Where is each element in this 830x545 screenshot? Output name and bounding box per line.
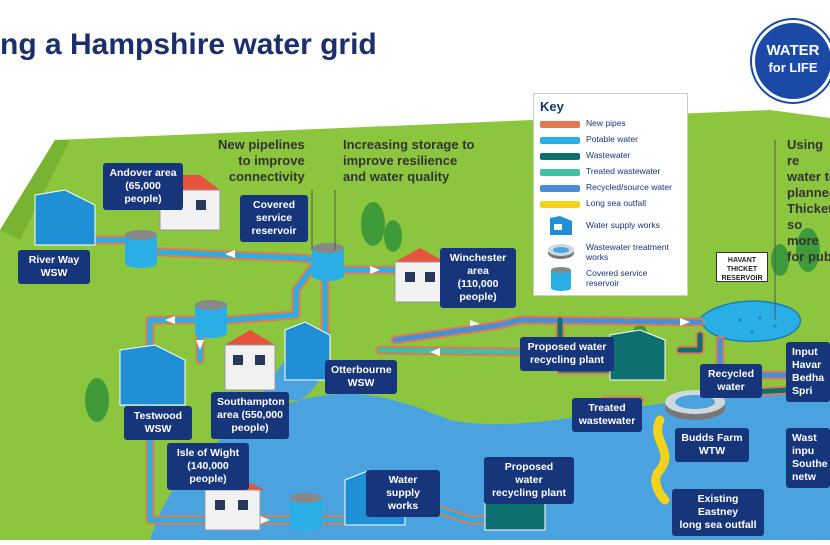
key-item-label: Wastewater treatment works xyxy=(586,242,669,262)
key-item-covered-reservoir: Covered service reservoir xyxy=(540,266,685,292)
key-item-new-pipes: New pipes xyxy=(540,116,685,134)
key-item-recycled-water: Recycled/source water xyxy=(540,180,685,198)
works-river-way xyxy=(34,189,96,246)
reservoir-andover xyxy=(125,230,157,268)
label-treated-wastewater: Treated wastewater xyxy=(572,398,642,432)
wastewater-treatment-icon xyxy=(548,244,574,259)
lake-ripples xyxy=(738,316,777,334)
key-item-long-sea-outfall: Long sea outfall xyxy=(540,196,685,214)
havant-thicket-sign: HAVANT THICKET RESERVOIR xyxy=(716,252,768,282)
key-item-label: Wastewater xyxy=(586,150,631,160)
label-water-supply-works: Water supply works xyxy=(366,470,440,517)
key-item-label: Treated wastewater xyxy=(586,166,661,176)
label-proposed-recycling-plant-2: Proposed water recycling plant xyxy=(484,457,574,504)
works-recycling-1 xyxy=(609,329,666,381)
reservoir-southampton xyxy=(195,300,227,338)
long-sea-outfall-swatch xyxy=(540,201,580,208)
key-item-label: Covered service reservoir xyxy=(586,268,648,288)
caption-storage: Increasing storage to improve resilience… xyxy=(343,137,475,184)
label-covered-service-reservoir: Covered service reservoir xyxy=(240,195,308,242)
caption-pipelines: New pipelines to improve connectivity xyxy=(218,137,305,184)
label-river-way-wsw: River Way WSW xyxy=(18,250,90,284)
caption-right: Using re water to planned Thicket so mor… xyxy=(787,137,830,264)
key-item-label: Long sea outfall xyxy=(586,198,647,208)
water-for-life-logo: WATER for LIFE xyxy=(752,20,830,102)
reservoir-isle-of-wight xyxy=(290,493,322,531)
land-shading xyxy=(0,140,70,240)
isle-of-wight-land xyxy=(0,467,150,540)
label-proposed-recycling-plant-1: Proposed water recycling plant xyxy=(520,337,614,371)
label-budds-farm-wtw: Budds Farm WTW xyxy=(675,428,749,462)
key-item-water-supply-works: Water supply works xyxy=(540,214,685,238)
key-item-wastewater: Wastewater xyxy=(540,148,685,166)
label-input-havant: Input Havar Bedha Spri xyxy=(786,342,830,402)
house-winchester xyxy=(394,248,446,303)
key-item-label: Water supply works xyxy=(586,220,660,230)
house-southampton xyxy=(224,330,276,391)
works-otterbourne xyxy=(284,321,331,381)
logo-line2: for LIFE xyxy=(768,60,818,75)
budds-farm-wtw xyxy=(665,390,725,420)
recycled-water-swatch xyxy=(540,185,580,192)
key-item-label: Recycled/source water xyxy=(586,182,672,192)
key-item-treated-wastewater: Treated wastewater xyxy=(540,164,685,182)
label-southampton-area: Southampton area (550,000 people) xyxy=(211,392,289,439)
covered-reservoir-icon xyxy=(551,267,571,291)
wastewater-swatch xyxy=(540,153,580,160)
label-wastewater-input: Wast inpu Southe netw xyxy=(786,428,830,488)
key-item-label: Potable water xyxy=(586,134,638,144)
label-otterbourne-wsw: Otterbourne WSW xyxy=(325,360,397,394)
legend-key: Key New pipes Potable water Wastewater T… xyxy=(533,93,688,296)
water-supply-works-icon xyxy=(550,216,572,235)
works-testwood xyxy=(119,344,186,406)
label-isle-of-wight: Isle of Wight (140,000 people) xyxy=(167,443,249,490)
label-eastney-outfall: Existing Eastney long sea outfall xyxy=(672,489,764,536)
key-item-wastewater-treatment: Wastewater treatment works xyxy=(540,240,685,264)
label-andover-area: Andover area (65,000 people) xyxy=(103,163,183,210)
label-recycled-water: Recycled water xyxy=(700,364,762,398)
treated-wastewater-swatch xyxy=(540,169,580,176)
new-pipes-swatch xyxy=(540,121,580,128)
label-winchester-area: Winchester area (110,000 people) xyxy=(440,248,516,308)
reservoir-covered xyxy=(312,243,344,281)
key-title: Key xyxy=(540,99,564,114)
potable-water-swatch xyxy=(540,137,580,144)
logo-line1: WATER xyxy=(766,42,820,59)
page-title: ng a Hampshire water grid xyxy=(0,28,377,61)
label-testwood-wsw: Testwood WSW xyxy=(124,406,192,440)
key-item-potable-water: Potable water xyxy=(540,132,685,150)
key-item-label: New pipes xyxy=(586,118,626,128)
long-sea-outfall xyxy=(651,415,670,505)
